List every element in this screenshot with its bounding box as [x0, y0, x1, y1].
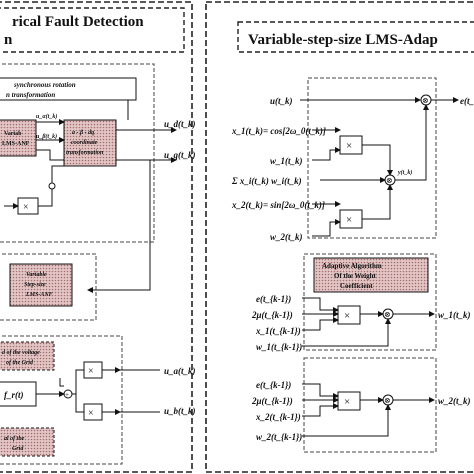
x1-input-label: x_1(t_k)= cos[2ω_0(t_k)] — [231, 126, 326, 136]
variable-line1: Variab — [4, 131, 22, 137]
transform-line2: coordinate — [71, 140, 98, 146]
transform-line1: a - β - dq — [72, 130, 94, 136]
w2-input-label: w_2(t_k) — [270, 232, 303, 242]
variable-line2: LMS-ANF — [2, 141, 30, 147]
multiplier-bottom-icon: × — [88, 408, 94, 419]
adapt1-e-label: e(t_{k-1}) — [256, 294, 291, 304]
left-panel: rical Fault Detection n synchronous rota… — [0, 1, 196, 473]
left-title-line2: n — [4, 32, 13, 48]
multiplier-top-icon: × — [88, 366, 94, 377]
voltage-group — [0, 335, 123, 465]
variable2-line3: LMS-ANF — [25, 292, 53, 298]
adapt2-output-label: w_2(t_k) — [438, 396, 471, 406]
voltage-line1: d of the voltage — [2, 350, 40, 356]
adapt2-x-label: x_2(t_{k-1}) — [255, 412, 301, 422]
beta-input-label: u_β(t_k) — [36, 133, 57, 140]
right-title-box — [237, 21, 474, 53]
lms-multiplier-top-icon: × — [346, 140, 352, 152]
adapt2-sum-icon: ⊗ — [384, 396, 391, 405]
alpha-beta-dq-block — [63, 119, 117, 167]
function-block — [0, 381, 37, 407]
multiplier-icon: × — [23, 202, 29, 213]
voltage-block — [0, 341, 55, 371]
dq-transform-group — [0, 63, 155, 243]
adapt1-mu-label: 2μ(t_{k-1}) — [251, 310, 293, 320]
adapt1-sum-icon: ⊗ — [384, 310, 391, 319]
variable2-line2: Step-size — [24, 282, 46, 288]
sync-rotation-block — [0, 77, 137, 101]
alpha-input-label: u_α(t_k) — [36, 113, 57, 120]
adapt1-output-label: w_1(t_k) — [438, 310, 471, 320]
right-panel: Variable-step-size LMS-Adap u(t_k) ⊗ e(t… — [205, 1, 474, 473]
adapt2-mu-label: 2μ(t_{k-1}) — [251, 396, 293, 406]
adaptive-title-line3: Coefficient — [340, 282, 373, 290]
adapt2-multiplier-icon: × — [344, 396, 350, 408]
adapt2-e-label: e(t_{k-1}) — [256, 380, 291, 390]
right-title: Variable-step-size LMS-Adap — [248, 32, 438, 48]
input-u-label: u(t_k) — [270, 96, 293, 106]
adaptive-title-box — [313, 257, 429, 293]
adaptive-region-2 — [303, 357, 437, 453]
sum-icon-left: + — [65, 391, 69, 399]
adaptive-region-1 — [303, 253, 437, 351]
left-title-line1: rical Fault Detection — [12, 14, 144, 30]
uq-output-label: u_q(t_k) — [164, 150, 196, 160]
junction-node — [48, 182, 56, 190]
right-panel-border — [205, 1, 474, 473]
function-label: f_r(t) — [4, 390, 24, 400]
variable-step-group — [0, 253, 97, 321]
grid-line2: Grid — [12, 446, 24, 452]
adapt1-multiplier-icon: × — [344, 310, 350, 322]
error-output-label: e(t_k) — [460, 96, 474, 106]
variable-step-block — [9, 263, 73, 307]
ua-output-label: u_a(t_k) — [164, 366, 196, 376]
variable-lms-block — [0, 119, 37, 157]
w1-input-label: w_1(t_k) — [270, 156, 303, 166]
adapt1-w-label: w_1(t_{k-1}) — [256, 342, 302, 352]
output-sum-icon: ⊗ — [386, 176, 393, 185]
transform-line3: transformation — [66, 150, 104, 156]
grid-line1: al of the — [4, 436, 25, 442]
adapt2-w-label: w_2(t_{k-1}) — [256, 432, 302, 442]
x2-input-label: x_2(t_k)= sin[2ω_0(t_k)] — [231, 200, 325, 210]
lms-filter-region — [307, 77, 437, 239]
ub-output-label: u_b(t_k) — [164, 406, 196, 416]
error-sum-icon: ⊗ — [422, 96, 429, 105]
lms-multiplier-bottom-icon: × — [346, 214, 352, 226]
y-label: y(t_k) — [397, 169, 412, 176]
grid-block — [0, 427, 55, 457]
left-title-box — [0, 7, 185, 53]
adaptive-title-line2: Of the Weight — [334, 272, 377, 280]
variable2-line1: Variable — [26, 272, 47, 278]
sync-line1: synchronous rotation — [13, 81, 76, 89]
voltage-line2: of the Grid — [6, 360, 34, 366]
adaptive-title-line1: Adaptive Algorithm — [322, 262, 382, 270]
sum-label: Σ x_i(t_k) w_i(t_k) — [231, 176, 302, 186]
sync-line2: n transformation — [6, 91, 55, 99]
adapt1-x-label: x_1(t_{k-1}) — [255, 326, 301, 336]
ud-output-label: u_d(t_k) — [164, 119, 196, 129]
